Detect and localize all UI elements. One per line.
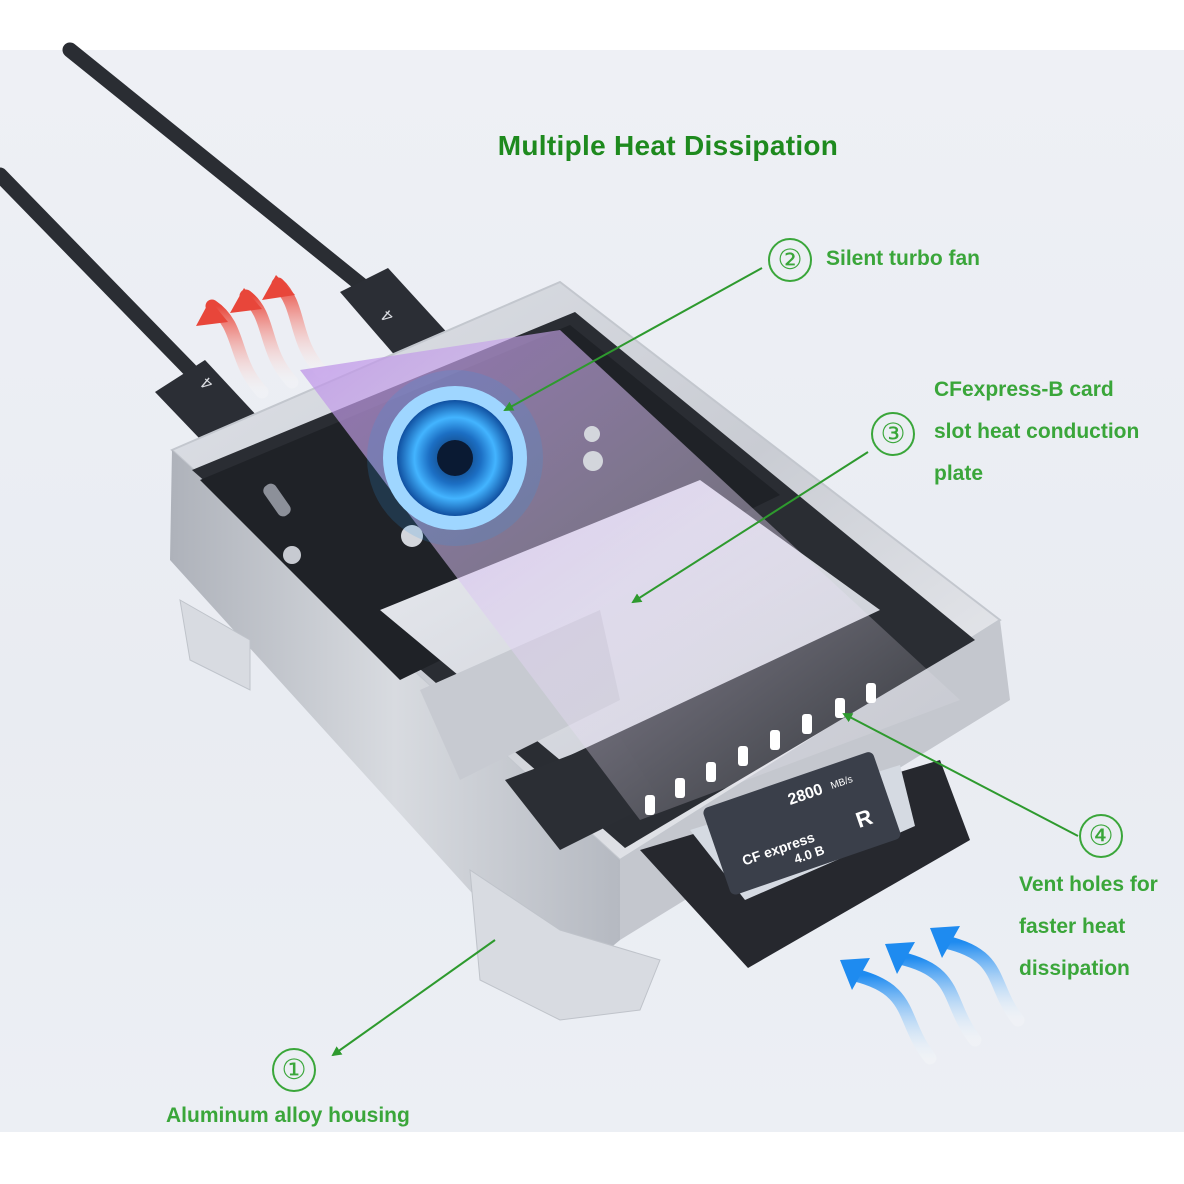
- vent-hole: [645, 795, 655, 815]
- callout-1-label: Aluminum alloy housing: [166, 1104, 410, 1127]
- vent-hole: [835, 698, 845, 718]
- turbo-fan: [367, 370, 543, 546]
- usb-c-port: [263, 483, 291, 517]
- hot-air-arrowhead: [196, 300, 228, 326]
- cool-air-arrow: [938, 935, 1025, 1027]
- vent-hole: [706, 762, 716, 782]
- screw: [584, 426, 600, 442]
- usb-cable-rear: [62, 42, 388, 308]
- cool-air-arrows: [848, 935, 1025, 1065]
- callout-2-number: ②: [768, 238, 812, 282]
- callout-4-label-line-1: Vent holes for: [1019, 873, 1158, 896]
- cool-air-arrow: [893, 951, 982, 1047]
- aluminum-housing: [170, 280, 1010, 1021]
- fan-hub: [437, 440, 473, 476]
- cfexpress-card: CF express 4.0 B 2800 MB/s R: [640, 752, 970, 968]
- cool-air-arrow: [848, 968, 937, 1065]
- leader-line-housing: [331, 939, 496, 1057]
- housing-side-left: [170, 450, 620, 990]
- cool-air-arrowhead: [840, 958, 870, 990]
- mounting-foot: [469, 869, 661, 1021]
- leader-line-vent: [842, 713, 1079, 837]
- card-label-panel: [703, 752, 901, 895]
- callout-1-number: ①: [272, 1048, 316, 1092]
- callout-4-number: ④: [1079, 814, 1123, 858]
- screw: [283, 546, 301, 564]
- cool-air-arrowhead: [930, 926, 960, 958]
- callout-2-label: Silent turbo fan: [826, 247, 980, 270]
- card-badge: R: [853, 804, 876, 833]
- vent-hole: [770, 730, 780, 750]
- callout-4-label-line-3: dissipation: [1019, 957, 1130, 980]
- usb-cable-front: [0, 167, 198, 378]
- cool-air-arrowhead: [885, 942, 915, 974]
- leader-line-plate: [631, 451, 869, 604]
- callout-leaders: [331, 267, 1079, 1057]
- screw: [583, 451, 603, 471]
- cool-air-arrowheads: [840, 926, 960, 990]
- callout-4-label-line-2: faster heat: [1019, 915, 1126, 938]
- callout-3-label-line-1: CFexpress-B card: [934, 378, 1114, 401]
- callout-3-number: ③: [871, 412, 915, 456]
- usb-cables: 4 4: [0, 42, 452, 462]
- vent-hole: [866, 683, 876, 703]
- vent-hole: [802, 714, 812, 734]
- screw: [401, 525, 423, 547]
- leader-line-fan: [503, 267, 763, 411]
- hot-air-arrowhead: [230, 288, 262, 313]
- page-title: Multiple Heat Dissipation: [497, 129, 839, 161]
- callout-3-label-line-2: slot heat conduction: [934, 420, 1140, 443]
- vent-hole: [738, 746, 748, 766]
- hot-air-arrowheads: [196, 275, 295, 326]
- vent-holes: [645, 683, 876, 815]
- mounting-foot: [179, 599, 251, 691]
- hot-air-arrow: [271, 277, 329, 379]
- vent-hole: [675, 778, 685, 798]
- hot-air-arrowhead: [262, 275, 295, 300]
- callout-3-label-line-3: plate: [934, 462, 984, 485]
